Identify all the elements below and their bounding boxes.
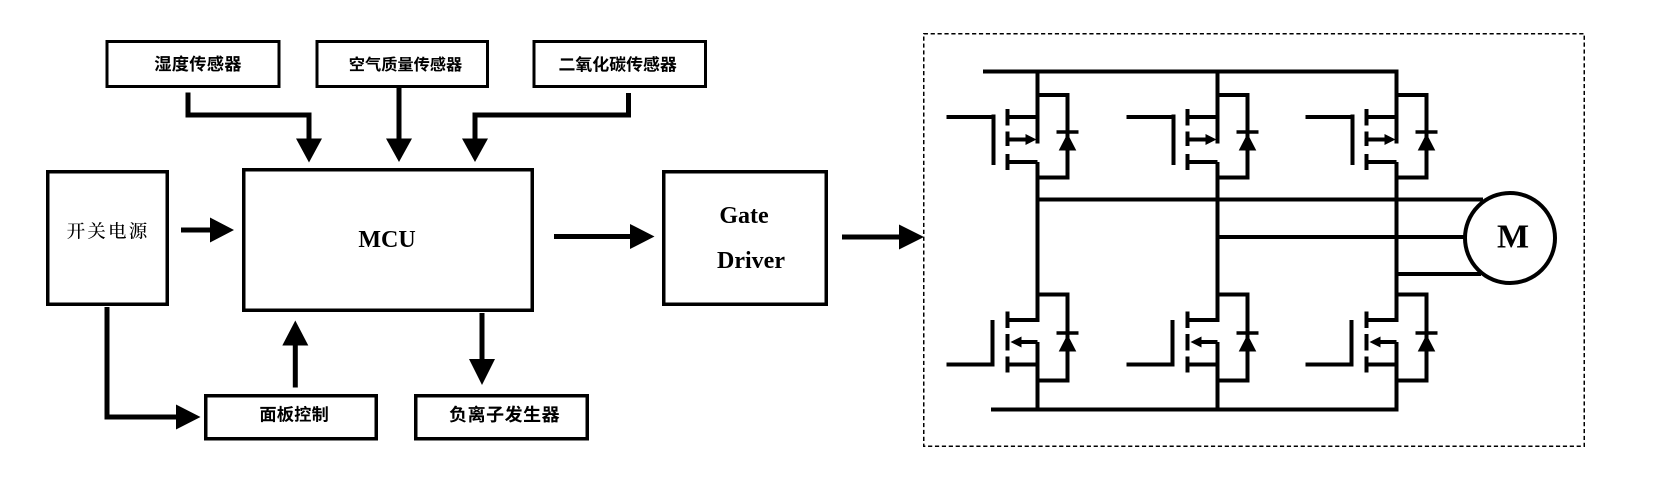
- svg-text:MCU: MCU: [358, 227, 415, 253]
- svg-text:M: M: [1497, 218, 1529, 255]
- svg-text:Gate: Gate: [719, 203, 769, 229]
- svg-text:Driver: Driver: [717, 248, 785, 274]
